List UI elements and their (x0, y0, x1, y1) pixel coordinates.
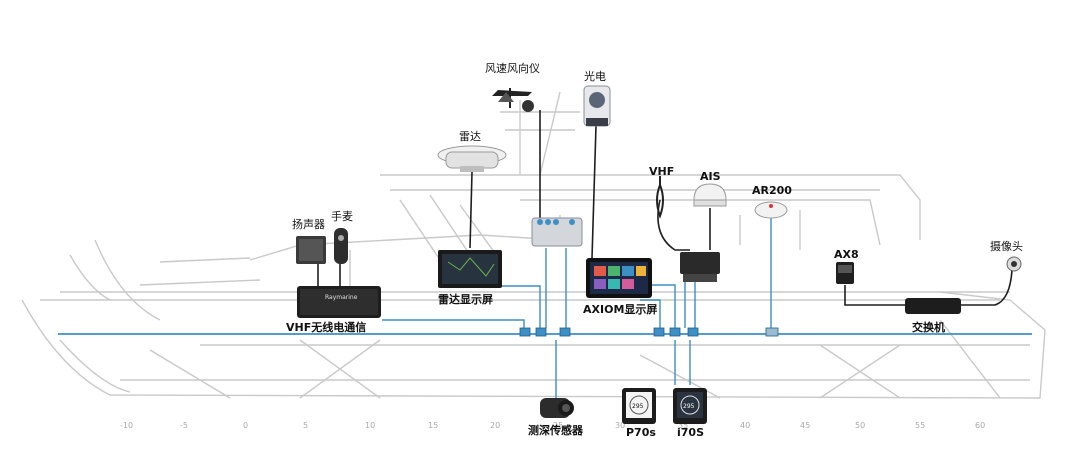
ar200-label: AR200 (752, 184, 792, 197)
hull-tick-labels: -10 -5 0 5 10 15 20 25 30 35 40 45 50 55… (120, 421, 985, 430)
tee-connector (669, 327, 681, 337)
tee-connector (765, 327, 779, 337)
tick-label: 5 (303, 421, 308, 430)
tee-connector (559, 327, 571, 337)
thermal-camera-icon (583, 85, 611, 127)
camera-label: 摄像头 (990, 239, 1023, 253)
tick-label: 45 (800, 421, 810, 430)
ax8-label: AX8 (834, 248, 859, 261)
radar-label: 雷达 (459, 130, 481, 143)
switch-label: 交换机 (912, 320, 945, 334)
vhf-antenna-label: VHF (649, 165, 674, 178)
p70s-label: P70s (626, 426, 656, 439)
tick-label: 0 (243, 421, 248, 430)
wind-sensor-label: 风速风向仪 (485, 61, 540, 75)
tick-label: 15 (428, 421, 438, 430)
tick-label: 10 (365, 421, 375, 430)
network-switch-icon (905, 298, 961, 314)
p70s-icon (622, 388, 656, 424)
tee-connector (519, 327, 531, 337)
handset-icon (334, 228, 348, 264)
i70s-label: i70S (677, 426, 704, 439)
ais-transceiver-icon (680, 252, 720, 282)
tick-label: 40 (740, 421, 750, 430)
speaker-icon (296, 236, 326, 264)
tick-label: 50 (855, 421, 865, 430)
speaker-label: 扬声器 (292, 217, 325, 231)
camera-icon (1006, 256, 1022, 272)
axiom-display-icon (586, 258, 652, 298)
tick-label: 25 (553, 421, 563, 430)
ar200-icon (754, 201, 788, 219)
vhf-antenna-icon (656, 176, 664, 219)
tee-connector (653, 327, 665, 337)
ais-label: AIS (700, 170, 721, 183)
network-hub-icon (531, 217, 583, 247)
tee-connector (535, 327, 547, 337)
wind-sensor-icon (492, 88, 534, 112)
boat-outline-drawing (21, 91, 1046, 399)
blue-cables (382, 218, 772, 400)
depth-sensor-icon (540, 398, 574, 418)
depth-sensor-label: 测深传感器 (528, 423, 584, 437)
tick-label: -5 (180, 421, 188, 430)
backbone-connectors (519, 327, 779, 337)
radar-icon (437, 145, 507, 172)
thermal-camera-label: 光电 (584, 69, 606, 83)
radar-display-label: 雷达显示屏 (438, 292, 493, 306)
i70s-screen-text: 295 (683, 403, 695, 410)
vhf-radio-label: VHF无线电通信 (286, 320, 366, 334)
handset-label: 手麦 (331, 209, 353, 223)
i70s-icon (673, 388, 707, 424)
axiom-display-label: AXIOM显示屏 (583, 303, 657, 316)
tick-label: 60 (975, 421, 985, 430)
vhf-radio-icon (297, 286, 381, 318)
tick-label: -10 (120, 421, 133, 430)
p70s-screen-text: 295 (632, 403, 644, 410)
tee-connector (687, 327, 699, 337)
black-cables (317, 110, 1013, 306)
tick-label: 30 (615, 421, 625, 430)
ax8-icon (836, 262, 854, 284)
tick-label: 35 (678, 421, 688, 430)
tick-label: 20 (490, 421, 500, 430)
vhf-brand-text: Raymarine (325, 294, 358, 301)
tick-label: 55 (915, 421, 925, 430)
ais-antenna-icon (693, 183, 727, 207)
radar-display-icon (438, 250, 502, 288)
